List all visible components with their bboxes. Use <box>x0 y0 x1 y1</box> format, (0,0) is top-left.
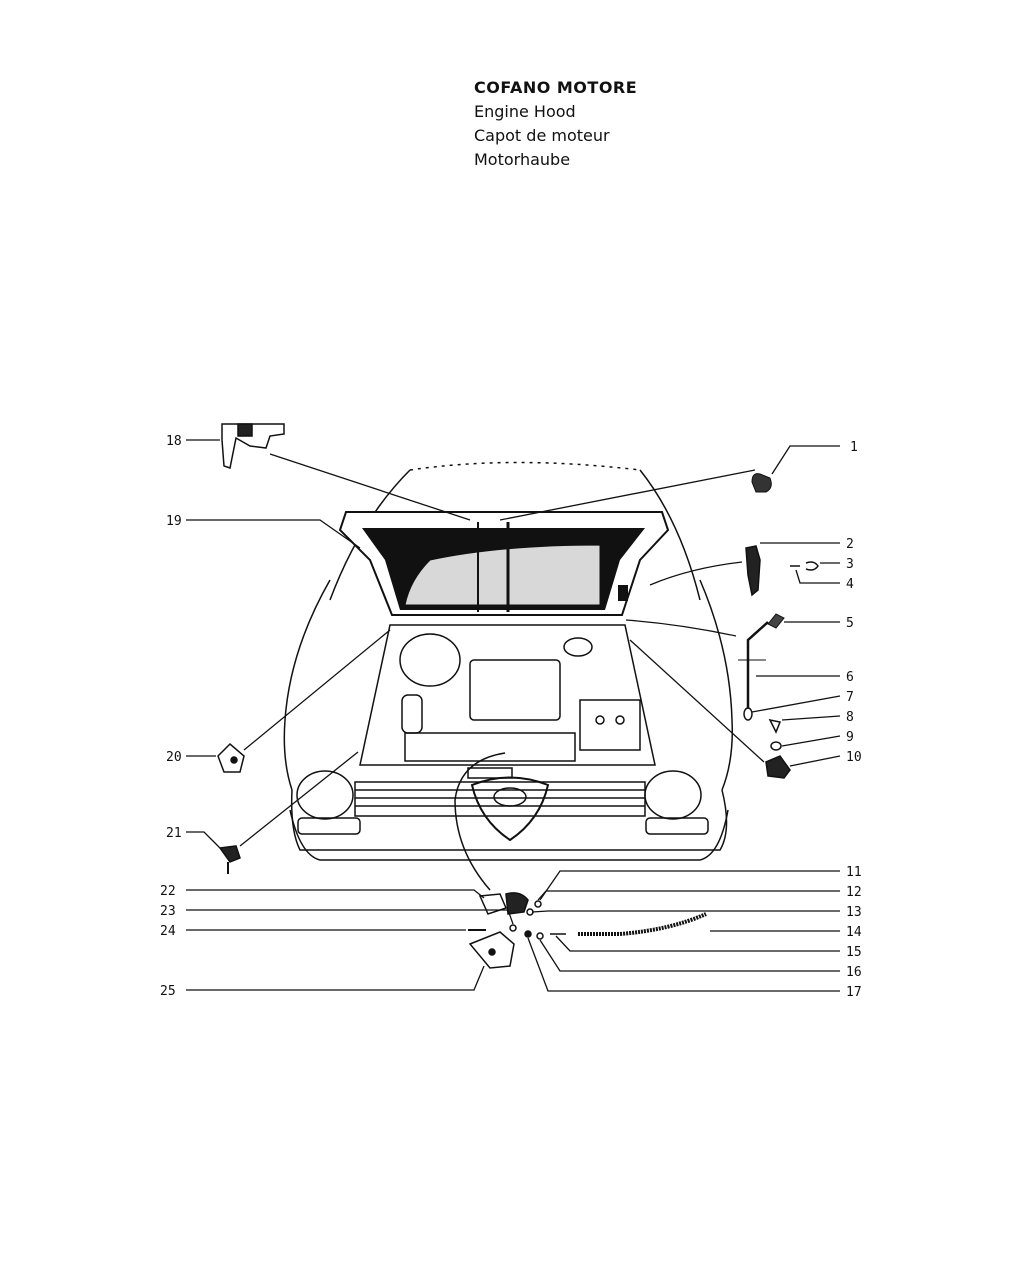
callout-15: 15 <box>846 945 862 960</box>
bolt-icon <box>218 845 241 874</box>
title-german: Motorhaube <box>474 150 571 169</box>
callout-1: 1 <box>850 440 858 455</box>
callout-12: 12 <box>846 885 862 900</box>
callout-24: 24 <box>160 924 176 939</box>
latch-bracket-icon <box>468 931 515 969</box>
callout-18: 18 <box>166 434 182 449</box>
hood-panel <box>338 511 670 616</box>
callout-9: 9 <box>846 730 854 745</box>
callout-23: 23 <box>160 904 176 919</box>
release-cable-icon <box>578 912 707 936</box>
title-block: COFANO MOTORE Engine Hood Capot de moteu… <box>474 76 637 172</box>
callout-17: 17 <box>846 985 862 1000</box>
title-french: Capot de moteur <box>474 126 610 145</box>
car-front-open-hood-icon <box>283 461 734 891</box>
callout-16: 16 <box>846 965 862 980</box>
hood-prop-rod-icon <box>738 621 769 712</box>
callout-4: 4 <box>846 577 854 592</box>
callout-19: 19 <box>166 514 182 529</box>
page-title: COFANO MOTORE <box>474 78 638 97</box>
callout-13: 13 <box>846 905 862 920</box>
spring-icon <box>767 613 785 629</box>
callout-14: 14 <box>846 925 862 940</box>
hood-bumper-icon <box>751 473 772 493</box>
callout-numbers: 1 2 3 4 5 6 7 8 9 10 11 12 13 14 15 16 1… <box>160 434 862 1000</box>
callout-6: 6 <box>846 670 854 685</box>
callout-10: 10 <box>846 750 862 765</box>
rod-bracket-icon <box>765 718 791 779</box>
title-english: Engine Hood <box>474 102 576 121</box>
callout-3: 3 <box>846 557 854 572</box>
callout-5: 5 <box>846 616 854 631</box>
callout-25: 25 <box>160 984 176 999</box>
callout-22: 22 <box>160 884 176 899</box>
rod-end-icon <box>743 707 753 721</box>
hinge-plate-icon <box>217 742 245 773</box>
cable-end-icon <box>524 930 566 940</box>
callout-8: 8 <box>846 710 854 725</box>
callout-11: 11 <box>846 865 862 880</box>
callout-7: 7 <box>846 690 854 705</box>
callout-21: 21 <box>166 826 182 841</box>
callout-20: 20 <box>166 750 182 765</box>
screw-icon <box>509 924 517 932</box>
washer-icon <box>526 900 542 916</box>
callout-2: 2 <box>846 537 854 552</box>
latch-pin-icon <box>790 561 819 571</box>
hood-hinge-icon <box>221 423 285 469</box>
leader-lines <box>186 439 841 992</box>
latch-pawl-icon <box>478 892 529 915</box>
hood-latch-icon <box>745 545 761 597</box>
